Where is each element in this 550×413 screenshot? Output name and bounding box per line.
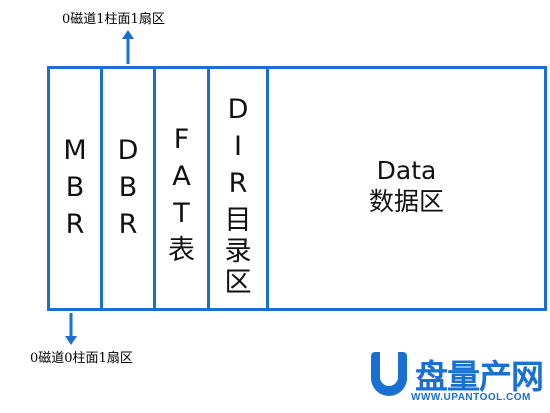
mbr-section: M B R xyxy=(50,69,103,308)
mbr-label-char: R xyxy=(65,209,85,241)
data-section: Data 数据区 xyxy=(269,69,544,308)
dir-label-char: D xyxy=(227,94,249,125)
watermark-logo: 盘量产网 WWW.UPANTOOL.COM xyxy=(371,352,546,408)
data-label: Data xyxy=(376,156,437,185)
dir-label-char: I xyxy=(234,131,242,163)
dir-label-char: R xyxy=(228,168,248,200)
fat-label-char: 表 xyxy=(168,235,195,267)
fat-label-char: T xyxy=(173,198,190,230)
fat-label-char: A xyxy=(172,161,191,193)
u-logo-icon xyxy=(371,352,407,396)
watermark-name: 盘量产网 xyxy=(415,357,544,396)
data-label-cn: 数据区 xyxy=(368,186,444,216)
dbr-label-char: D xyxy=(117,135,139,166)
dbr-section: D B R xyxy=(103,69,156,308)
watermark-url: WWW.UPANTOOL.COM xyxy=(411,392,531,403)
disk-layout: M B R D B R F A T 表 D I R 目 录 区 Data 数据区 xyxy=(47,66,547,311)
dir-label-char: 目 xyxy=(224,205,252,237)
fat-section: F A T 表 xyxy=(156,69,210,308)
fat-label-char: F xyxy=(173,124,190,155)
mbr-label-char: M xyxy=(63,135,87,166)
dbr-label-char: B xyxy=(118,172,138,204)
dir-label-char: 区 xyxy=(224,267,252,299)
dbr-label-char: R xyxy=(118,209,138,241)
up-arrow-icon xyxy=(122,30,134,64)
mbr-label-char: B xyxy=(65,172,85,204)
top-caption: 0磁道1柱面1扇区 xyxy=(62,12,165,27)
dir-section: D I R 目 录 区 xyxy=(210,69,269,308)
down-arrow-icon xyxy=(65,313,77,345)
dir-label-char: 录 xyxy=(224,236,252,268)
bottom-caption: 0磁道0柱面1扇区 xyxy=(30,351,133,366)
